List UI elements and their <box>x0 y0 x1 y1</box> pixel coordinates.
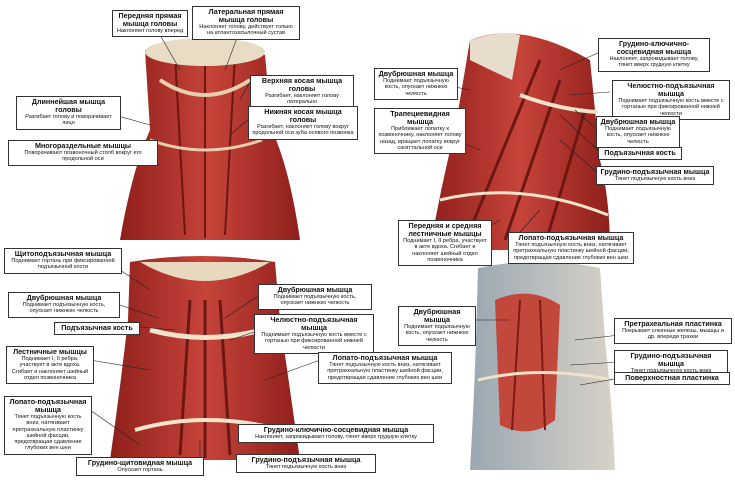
lateral-neck-illustration <box>430 33 610 251</box>
label-title: Грудино-подъязычная мышца <box>251 455 361 464</box>
label-title: Челюстно-подъязычная мышца <box>270 315 358 333</box>
label-digastric-bottom-right: Двубрюшная мышца Поднимает подъязычную к… <box>398 306 476 346</box>
label-title: Претрахеальная пластинка <box>624 319 722 328</box>
label-title: Передняя и средняя лестничные мышцы <box>408 221 482 239</box>
label-digastric-top: Двубрюшная мышца Поднимает подъязычную к… <box>374 68 458 100</box>
label-description: Разгибает, наклоняет голову вокруг продо… <box>252 124 354 137</box>
label-mylohyoid-top: Челюстно-подъязычная мышца Поднимает под… <box>612 80 730 120</box>
label-multifidus: Многораздельные мышцы Поворачивают позво… <box>8 140 158 166</box>
label-title: Челюстно-подъязычная мышца <box>627 81 715 99</box>
label-description: Поднимает подъязычную кость вместе с гор… <box>618 98 724 117</box>
label-title: Трапециевидная мышца <box>390 109 450 127</box>
label-description: Тянет подъязычную кость вниз <box>265 464 347 471</box>
label-thyrohyoid: Щитоподъязычная мышца Поднимает гортань … <box>4 248 122 274</box>
label-description: Поднимает подъязычную кость, опускает ни… <box>22 302 106 315</box>
label-description: Поднимает подъязычную кость, опускает ни… <box>273 294 357 307</box>
label-omohyoid-top: Лопато-подъязычная мышца Тянет подъязычн… <box>508 232 634 264</box>
label-obliquus-capitis-inferior: Нижняя косая мышца головы Разгибает, нак… <box>248 106 358 140</box>
label-title: Лестничные мышцы <box>13 347 87 356</box>
label-obliquus-capitis-superior: Верхняя косая мышца головы Разгибает, на… <box>250 75 354 109</box>
label-title: Грудино-щитовидная мышца <box>87 458 193 467</box>
label-title: Лопато-подъязычная мышца <box>9 397 87 415</box>
label-description: Тянет подъязычную кость вниз, натягивает… <box>513 242 629 261</box>
leader-lines <box>89 25 621 461</box>
label-title: Передняя прямая мышца головы <box>118 11 182 29</box>
label-description: Тянет подъязычную кость вниз, натягивает… <box>327 362 443 381</box>
label-description: Поднимает подъязычную кость, опускает ни… <box>404 324 470 343</box>
label-title: Двубрюшная мышца <box>600 117 676 126</box>
label-superficial-lamina: Поверхностная пластинка <box>614 372 730 386</box>
label-description: Поворачивают позвоночный столб вокруг ег… <box>24 150 142 163</box>
label-digastric-bottom-left: Двубрюшная мышца Поднимает подъязычную к… <box>8 292 120 318</box>
label-description: Поднимает I, II ребра, участвует в акте … <box>403 238 487 263</box>
label-title: Двубрюшная мышца <box>413 307 461 325</box>
label-digastric-center: Двубрюшная мышца Поднимает подъязычную к… <box>258 284 372 310</box>
label-title: Верхняя косая мышца головы <box>261 76 343 94</box>
label-title: Многораздельные мышцы <box>34 141 132 150</box>
label-digastric-right: Двубрюшная мышца Поднимает подъязычную к… <box>596 116 680 148</box>
label-title: Длиннейшая мышца головы <box>31 97 106 115</box>
label-description: Поднимает подъязычную кость вместе с гор… <box>261 332 367 351</box>
label-longissimus-capitis: Длиннейшая мышца головы Разгибает голову… <box>16 96 121 130</box>
cervical-fascia-illustration <box>470 261 615 470</box>
label-title: Грудино-подъязычная мышца <box>600 167 710 176</box>
label-sternocleidomastoid-center: Грудино-ключично-сосцевидная мышца Накло… <box>238 424 434 444</box>
label-title: Двубрюшная мышца <box>26 293 102 302</box>
label-description: Тянет подъязычную кость вниз <box>618 368 724 374</box>
label-sternocleidomastoid-top: Грудино-ключично-сосцевидная мышца Накло… <box>598 38 710 72</box>
label-description: Наклоняет, запрокидывает голову, тянет в… <box>609 56 699 69</box>
label-description: Наклоняет голову, действует только на ат… <box>199 24 293 37</box>
label-description: Тянет подъязычную кость вниз, натягивает… <box>12 414 84 452</box>
label-title: Подъязычная кость <box>604 148 676 157</box>
label-description: Разгибает голову и поворачивает лицо <box>25 114 112 127</box>
label-title: Грудино-ключично-сосцевидная мышца <box>263 425 409 434</box>
label-description: Поднимает подъязычную кость, опускает ни… <box>383 78 449 97</box>
label-rectus-capitis-lateralis: Латеральная прямая мышца головы Наклоняе… <box>192 6 300 40</box>
label-title: Грудино-ключично-сосцевидная мышца <box>616 39 692 57</box>
label-description: Поднимает I, II ребра, участвует в акте … <box>11 356 89 381</box>
label-sternothyroid: Грудино-щитовидная мышца Опускает гортан… <box>76 457 204 477</box>
label-pretracheal-lamina: Претрахеальная пластинка Покрывает слюнн… <box>614 318 732 344</box>
label-hyoid-bottom-left: Подъязычная кость <box>54 322 140 336</box>
label-title: Грудино-подъязычная мышца <box>630 351 712 369</box>
label-sternohyoid-top: Грудино-подъязычная мышца Тянет подъязыч… <box>596 166 714 186</box>
label-omohyoid-bottom-left: Лопато-подъязычная мышца Тянет подъязычн… <box>4 396 92 455</box>
label-title: Щитоподъязычная мышца <box>14 249 112 258</box>
label-rectus-capitis-anterior: Передняя прямая мышца головы Наклоняет г… <box>112 10 188 38</box>
label-title: Лопато-подъязычная мышца <box>518 233 624 242</box>
label-description: Наклоняет, запрокидывает голову, тянет в… <box>255 434 417 441</box>
label-title: Подъязычная кость <box>61 323 133 332</box>
label-trapezius: Трапециевидная мышца Приближает лопатку … <box>374 108 466 155</box>
label-description: Тянет подъязычную кость вниз <box>614 176 696 183</box>
label-sternohyoid-center: Грудино-подъязычная мышца Тянет подъязыч… <box>236 454 376 474</box>
label-title: Нижняя косая мышца головы <box>264 107 342 125</box>
label-description: Опускает гортань <box>117 467 163 474</box>
label-title: Лопато-подъязычная мышца <box>332 353 438 362</box>
label-description: Наклоняет голову вперед <box>116 28 184 35</box>
label-title: Латеральная прямая мышца головы <box>208 7 284 25</box>
label-description: Покрывает слюнные железы, мышцы и др. вп… <box>622 328 724 341</box>
label-anterior-middle-scalene: Передняя и средняя лестничные мышцы Подн… <box>398 220 492 267</box>
label-title: Поверхностная пластинка <box>625 373 719 382</box>
label-hyoid-top: Подъязычная кость <box>598 147 682 161</box>
label-title: Двубрюшная мышца <box>378 69 454 78</box>
label-description: Поднимает подъязычную кость, опускает ни… <box>605 126 671 145</box>
label-description: Приближает лопатку к позвоночнику, накло… <box>378 126 462 151</box>
label-omohyoid-center: Лопато-подъязычная мышца Тянет подъязычн… <box>318 352 452 384</box>
label-scalenes: Лестничные мышцы Поднимает I, II ребра, … <box>6 346 94 385</box>
label-description: Поднимает гортань при фиксированной подъ… <box>11 258 115 271</box>
label-mylohyoid-center: Челюстно-подъязычная мышца Поднимает под… <box>254 314 374 354</box>
label-title: Двубрюшная мышца <box>277 285 353 294</box>
label-description: Разгибает, наклоняет голову латерально <box>265 93 339 106</box>
